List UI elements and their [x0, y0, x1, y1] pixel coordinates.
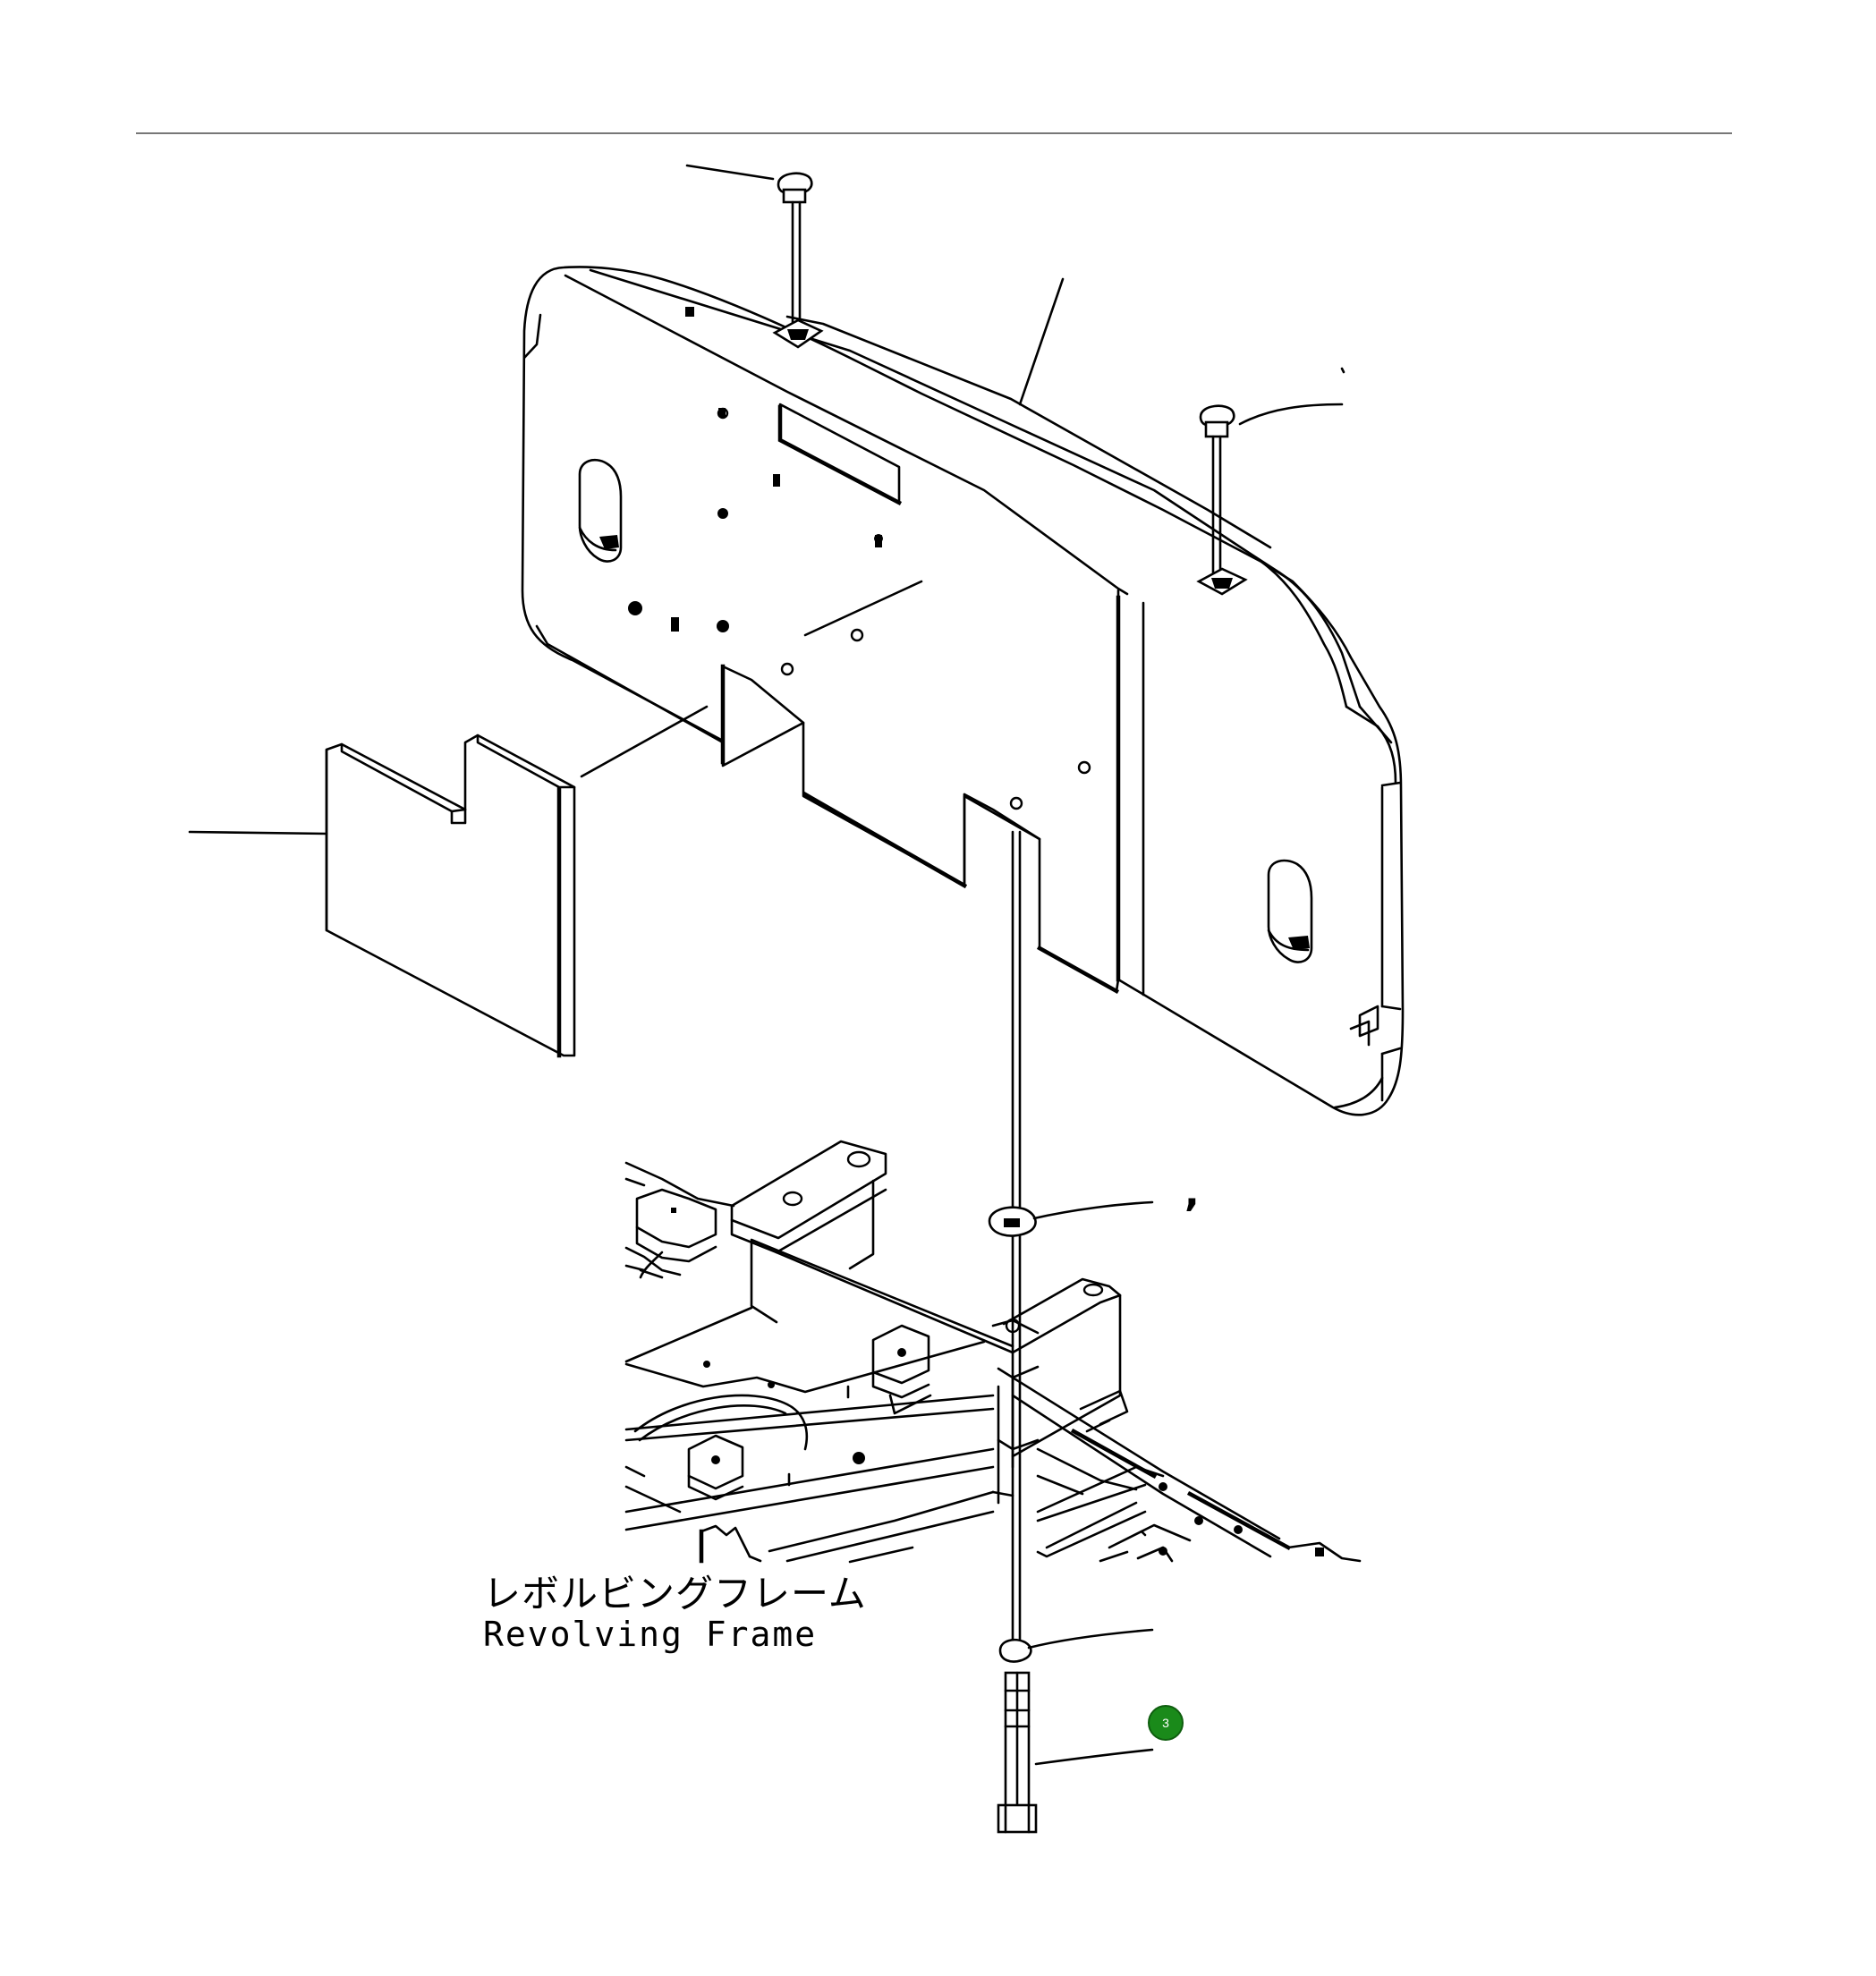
top-left-bolt — [685, 164, 824, 349]
revolving-frame-label-en: Revolving Frame — [483, 1615, 818, 1655]
lower-washer — [998, 1628, 1154, 1663]
revolving-frame-label-jp: レボルビングフレーム — [483, 1572, 867, 1616]
side-plate — [188, 734, 576, 1058]
center-bolt-line — [1011, 830, 1022, 1652]
revolving-frame-label: レボルビングフレーム Revolving Frame — [483, 1572, 867, 1655]
top-right-bolt — [1196, 367, 1345, 596]
comma-mark: , — [1184, 1170, 1200, 1216]
lower-bolt — [997, 1671, 1154, 1834]
upper-washer — [988, 1200, 1154, 1237]
counterweight-panel — [521, 266, 1405, 1116]
revolving-frame — [624, 1140, 1362, 1564]
callout-badge-3[interactable]: 3 — [1148, 1705, 1184, 1741]
